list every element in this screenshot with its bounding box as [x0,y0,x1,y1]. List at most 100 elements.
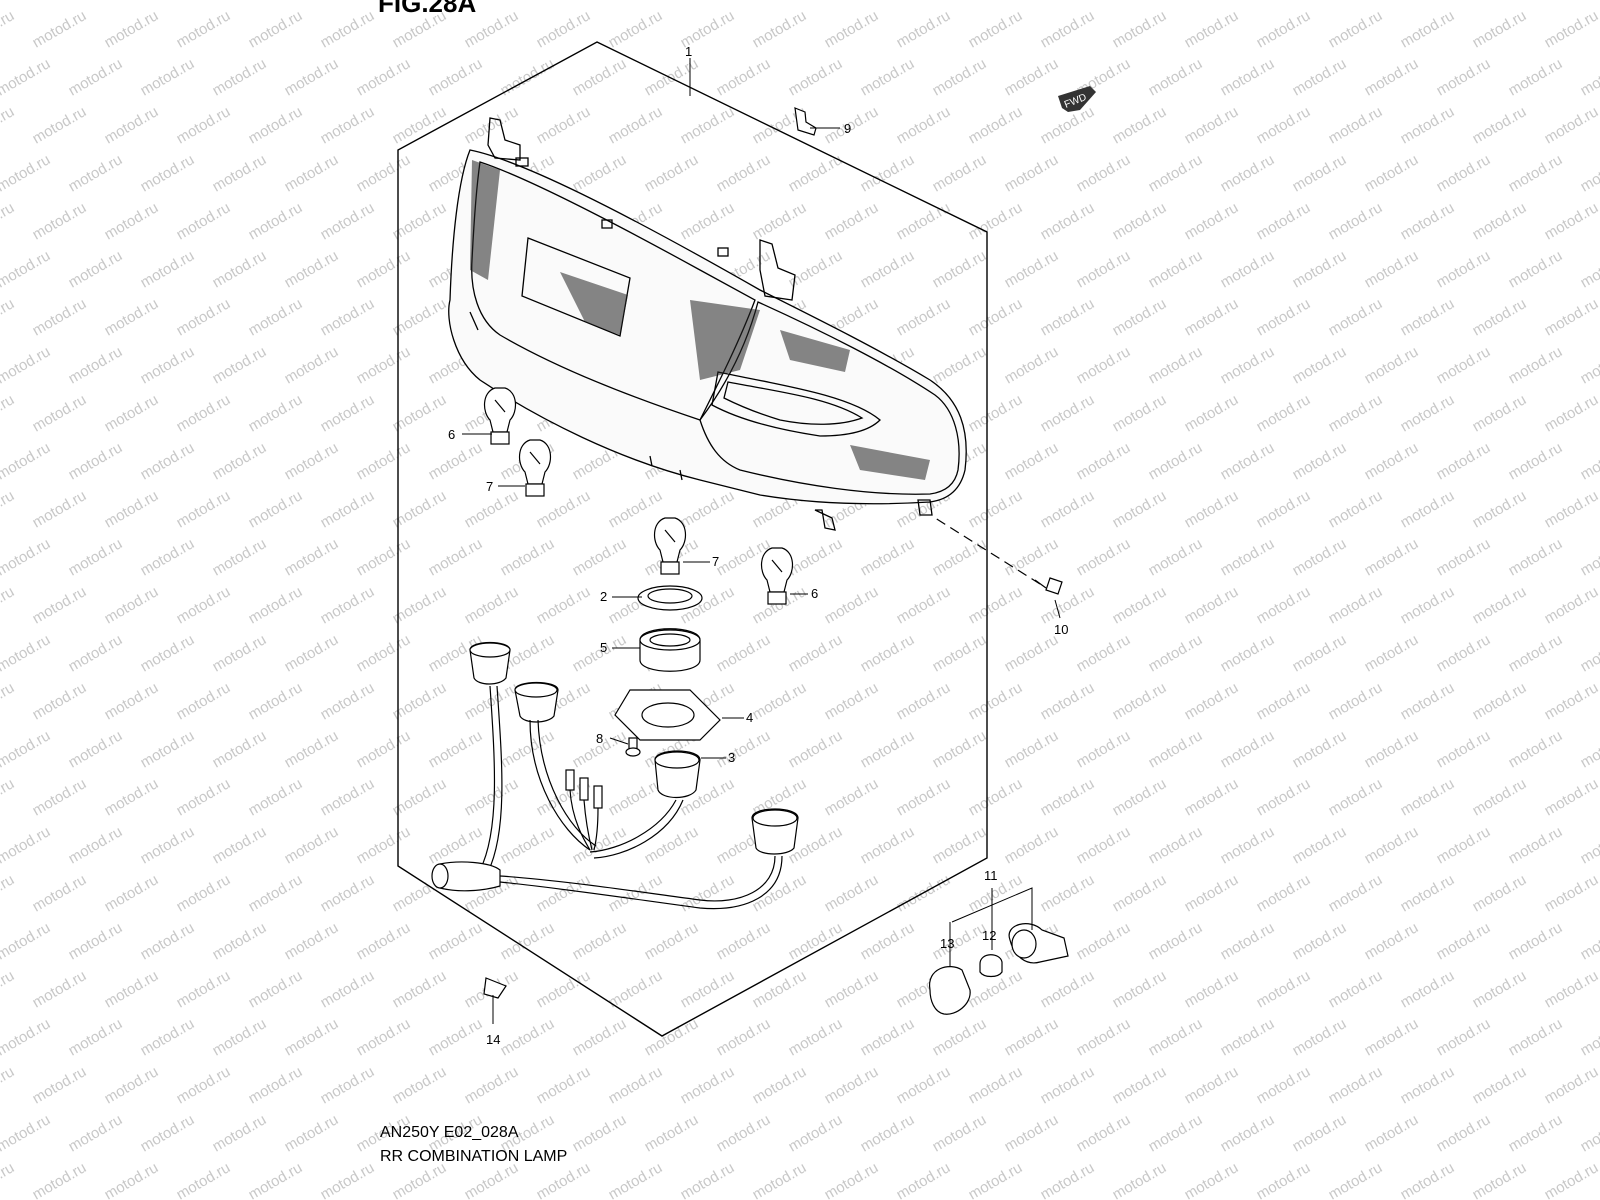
watermark-text: motod.ru [0,583,17,627]
watermark-text: motod.ru [0,919,53,963]
watermark-text: motod.ru [1290,823,1350,867]
watermark-text: motod.ru [354,55,414,99]
watermark-text: motod.ru [1506,0,1566,3]
watermark-text: motod.ru [894,295,954,339]
watermark-text: motod.ru [138,919,198,963]
watermark-text: motod.ru [930,343,990,387]
watermark-text: motod.ru [1542,295,1600,339]
watermark-text: motod.ru [426,727,486,771]
watermark-text: motod.ru [1254,679,1314,723]
watermark-text: motod.ru [1218,631,1278,675]
watermark-text: motod.ru [30,199,90,243]
watermark-text: motod.ru [66,55,126,99]
watermark-text: motod.ru [678,487,738,531]
watermark-text: motod.ru [1326,583,1386,627]
watermark-text: motod.ru [930,1015,990,1059]
watermark-text: motod.ru [894,775,954,819]
watermark-text: motod.ru [1110,679,1170,723]
watermark-text: motod.ru [1434,1015,1494,1059]
watermark-text: motod.ru [1290,439,1350,483]
watermark-text: motod.ru [138,439,198,483]
watermark-text: motod.ru [642,823,702,867]
watermark-text: motod.ru [606,775,666,819]
watermark-text: motod.ru [282,1015,342,1059]
watermark-text: motod.ru [1110,7,1170,51]
watermark-text: motod.ru [1470,967,1530,1011]
watermark-text: motod.ru [282,439,342,483]
watermark-text: motod.ru [0,823,53,867]
watermark-text: motod.ru [1002,247,1062,291]
watermark-text: motod.ru [498,0,558,3]
watermark-text: motod.ru [282,55,342,99]
callout-12: 12 [982,928,996,943]
watermark-text: motod.ru [1362,439,1422,483]
watermark-text: motod.ru [966,487,1026,531]
watermark-text: motod.ru [894,583,954,627]
figure-code: AN250Y E02_028A [380,1124,519,1141]
watermark-text: motod.ru [1254,7,1314,51]
watermark-text: motod.ru [318,103,378,147]
watermark-text: motod.ru [1074,535,1134,579]
watermark-text: motod.ru [246,967,306,1011]
watermark-text: motod.ru [354,343,414,387]
watermark-text: motod.ru [174,679,234,723]
watermark-text: motod.ru [1434,919,1494,963]
watermark-text: motod.ru [570,919,630,963]
watermark-text: motod.ru [246,871,306,915]
watermark-text: motod.ru [714,727,774,771]
watermark-text: motod.ru [66,247,126,291]
watermark-text: motod.ru [1074,823,1134,867]
watermark-text: motod.ru [1362,727,1422,771]
watermark-text: motod.ru [30,775,90,819]
watermark-text: motod.ru [318,295,378,339]
watermark-text: motod.ru [1182,295,1242,339]
watermark-text: motod.ru [1182,871,1242,915]
watermark-text: motod.ru [210,151,270,195]
watermark-text: motod.ru [210,1111,270,1155]
watermark-text: motod.ru [786,1015,846,1059]
watermark-text: motod.ru [1578,919,1600,963]
watermark-text: motod.ru [0,775,17,819]
screw-10 [931,515,1063,595]
watermark-text: motod.ru [1110,1063,1170,1107]
watermark-text: motod.ru [1146,151,1206,195]
watermark-text: motod.ru [30,295,90,339]
callout-2: 2 [600,589,607,604]
watermark-text: motod.ru [318,871,378,915]
watermark-text: motod.ru [282,247,342,291]
callout-13: 13 [940,936,954,951]
watermark-text: motod.ru [1434,535,1494,579]
watermark-text: motod.ru [102,1159,162,1200]
watermark-text: motod.ru [1578,55,1600,99]
watermark-text: motod.ru [1110,1159,1170,1200]
watermark-text: motod.ru [1578,439,1600,483]
watermark-text: motod.ru [1578,343,1600,387]
watermark-text: motod.ru [1038,1159,1098,1200]
watermark-text: motod.ru [714,631,774,675]
watermark-text: motod.ru [174,199,234,243]
watermark-text: motod.ru [1002,343,1062,387]
watermark-text: motod.ru [786,0,846,3]
watermark-text: motod.ru [66,919,126,963]
watermark-text: motod.ru [1506,727,1566,771]
watermark-text: motod.ru [30,391,90,435]
watermark-text: motod.ru [570,55,630,99]
watermark-text: motod.ru [1542,871,1600,915]
watermark-text: motod.ru [354,823,414,867]
watermark-text: motod.ru [1146,247,1206,291]
watermark-text: motod.ru [1398,199,1458,243]
watermark-text: motod.ru [1326,487,1386,531]
watermark-text: motod.ru [210,1015,270,1059]
watermark-text: motod.ru [246,7,306,51]
watermark-text: motod.ru [174,871,234,915]
watermark-text: motod.ru [246,583,306,627]
watermark-text: motod.ru [246,1159,306,1200]
watermark-text: motod.ru [174,967,234,1011]
watermark-text: motod.ru [1218,823,1278,867]
watermark-text: motod.ru [1218,1015,1278,1059]
watermark-text: motod.ru [282,823,342,867]
watermark-text: motod.ru [1254,391,1314,435]
watermark-text: motod.ru [1002,631,1062,675]
watermark-text: motod.ru [930,919,990,963]
